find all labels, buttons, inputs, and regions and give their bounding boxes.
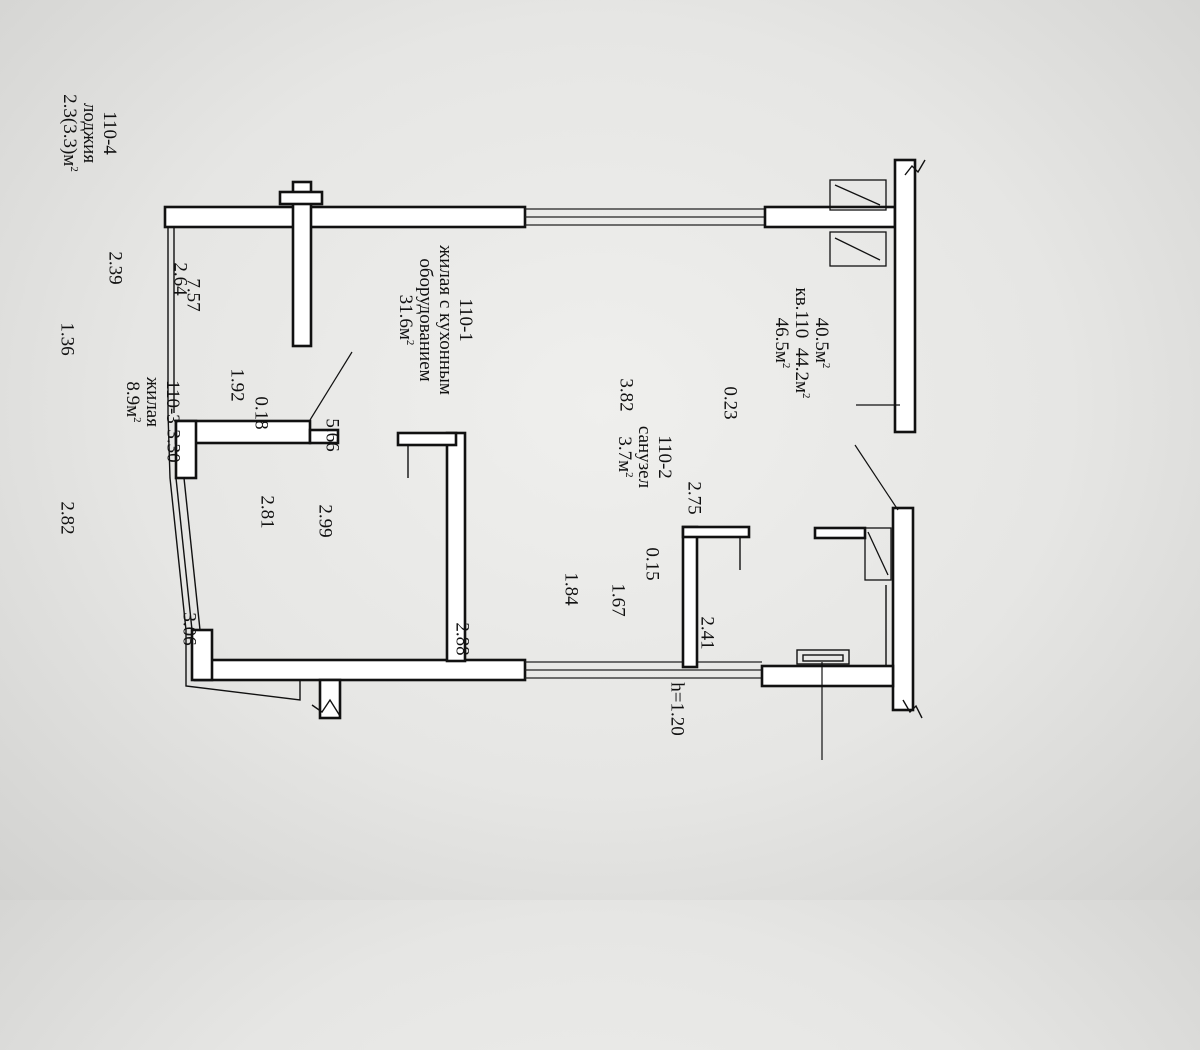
dimension-0-15: 0.15 [641, 547, 663, 581]
apartment-summary: 40.5м2 кв.110 44.2м2 46.5м2 [771, 287, 832, 399]
room-name: жилая с кухонным [435, 245, 456, 395]
apartment-area-1: 40.5м [811, 317, 832, 363]
room-area: 3.7м [614, 436, 635, 473]
room-area: 31.6м [395, 294, 416, 340]
dimension-1-92: 1.92 [226, 368, 248, 402]
dimension-2-39: 2.39 [104, 251, 126, 285]
break-mark-bottom-left [311, 698, 341, 717]
dimension-3-06: 3.06 [178, 612, 200, 646]
bedroom-left-wall-lower [190, 628, 214, 682]
window-height-label: h=1.20 [666, 682, 688, 736]
break-mark-top-right [904, 159, 926, 176]
bathroom-top-stub [813, 526, 867, 540]
bedroom-top-wall-stub [308, 428, 340, 445]
apartment-number-area-sup: 2 [800, 393, 812, 399]
room-number: 110-1 [455, 298, 476, 342]
ventilation-shaft-lower [829, 231, 887, 267]
dimension-2-41: 2.41 [696, 616, 718, 650]
right-wall-upper [893, 158, 917, 434]
bathroom-window [796, 649, 850, 665]
dimension-2-99: 2.99 [314, 504, 336, 538]
room-area-sup: 2 [68, 166, 80, 172]
loggia-partition [291, 180, 313, 348]
room-label-loggia: 110-4 лоджия 2.3(3.3)м2 [59, 94, 120, 172]
room-area: 2.3(3.3)м [59, 94, 80, 167]
room-name: санузел [634, 425, 655, 489]
dimension-5-66: 5.66 [321, 418, 343, 452]
room-label-bedroom: 110-3 жилая 8.9м2 [122, 377, 183, 427]
dimension-2-81: 2.81 [256, 495, 278, 529]
room-number: 110-2 [654, 435, 675, 479]
dimension-1-84: 1.84 [560, 572, 582, 606]
dimension-3-30: 3.30 [162, 429, 184, 463]
loggia-partition-cross [278, 190, 324, 206]
top-window [525, 208, 765, 226]
floor-plan-drawing [163, 158, 926, 760]
room-area-sup: 2 [404, 339, 416, 346]
room-number: 110-3 [162, 380, 183, 424]
loggia-door-swing [309, 351, 353, 421]
right-wall-lower [891, 506, 915, 712]
bedroom-bay-window [167, 412, 301, 701]
bedroom-left-wall [174, 419, 198, 480]
room-label-living-kitchen: 110-1 жилая с кухонным оборудованием 31.… [395, 245, 476, 395]
room-name: лоджия [79, 102, 100, 164]
room-number: 110-4 [99, 111, 120, 155]
room-area-sup: 2 [623, 472, 635, 478]
bathroom-door-swing [854, 444, 899, 511]
room-area-sup: 2 [131, 417, 143, 423]
dimension-2-64: 2.64 [169, 262, 191, 296]
room-name-cont: оборудованием [415, 258, 436, 382]
apartment-number-area: кв.110 44.2м [791, 287, 812, 394]
dimension-1-67: 1.67 [607, 583, 629, 617]
room-label-bathroom: 110-2 санузел 3.7м2 [614, 425, 675, 489]
break-mark-bottom-right [902, 699, 923, 719]
dimension-2-82: 2.82 [56, 501, 78, 535]
rotated-text-layer: 110-1 жилая с кухонным оборудованием 31.… [57, 0, 1050, 1050]
apartment-area-1-sup: 2 [820, 362, 832, 369]
ventilation-shaft-upper [829, 179, 887, 211]
bathroom-shaft [864, 527, 892, 581]
bathroom-partition-top [681, 525, 751, 539]
bedroom-partition-top [396, 431, 458, 447]
dimension-1-36: 1.36 [56, 322, 78, 356]
room-name: жилая [142, 377, 163, 427]
dimension-2-88: 2.88 [451, 622, 473, 656]
bottom-wall-right [760, 664, 895, 688]
dimension-0-23: 0.23 [719, 386, 741, 420]
apartment-area-2-sup: 2 [780, 362, 792, 369]
apartment-area-2: 46.5м [771, 317, 792, 363]
dimension-3-82: 3.82 [615, 378, 637, 412]
dimension-2-75: 2.75 [683, 481, 705, 515]
room-area: 8.9м [122, 381, 143, 418]
dimension-0-18: 0.18 [250, 396, 272, 430]
bottom-window [525, 661, 762, 679]
